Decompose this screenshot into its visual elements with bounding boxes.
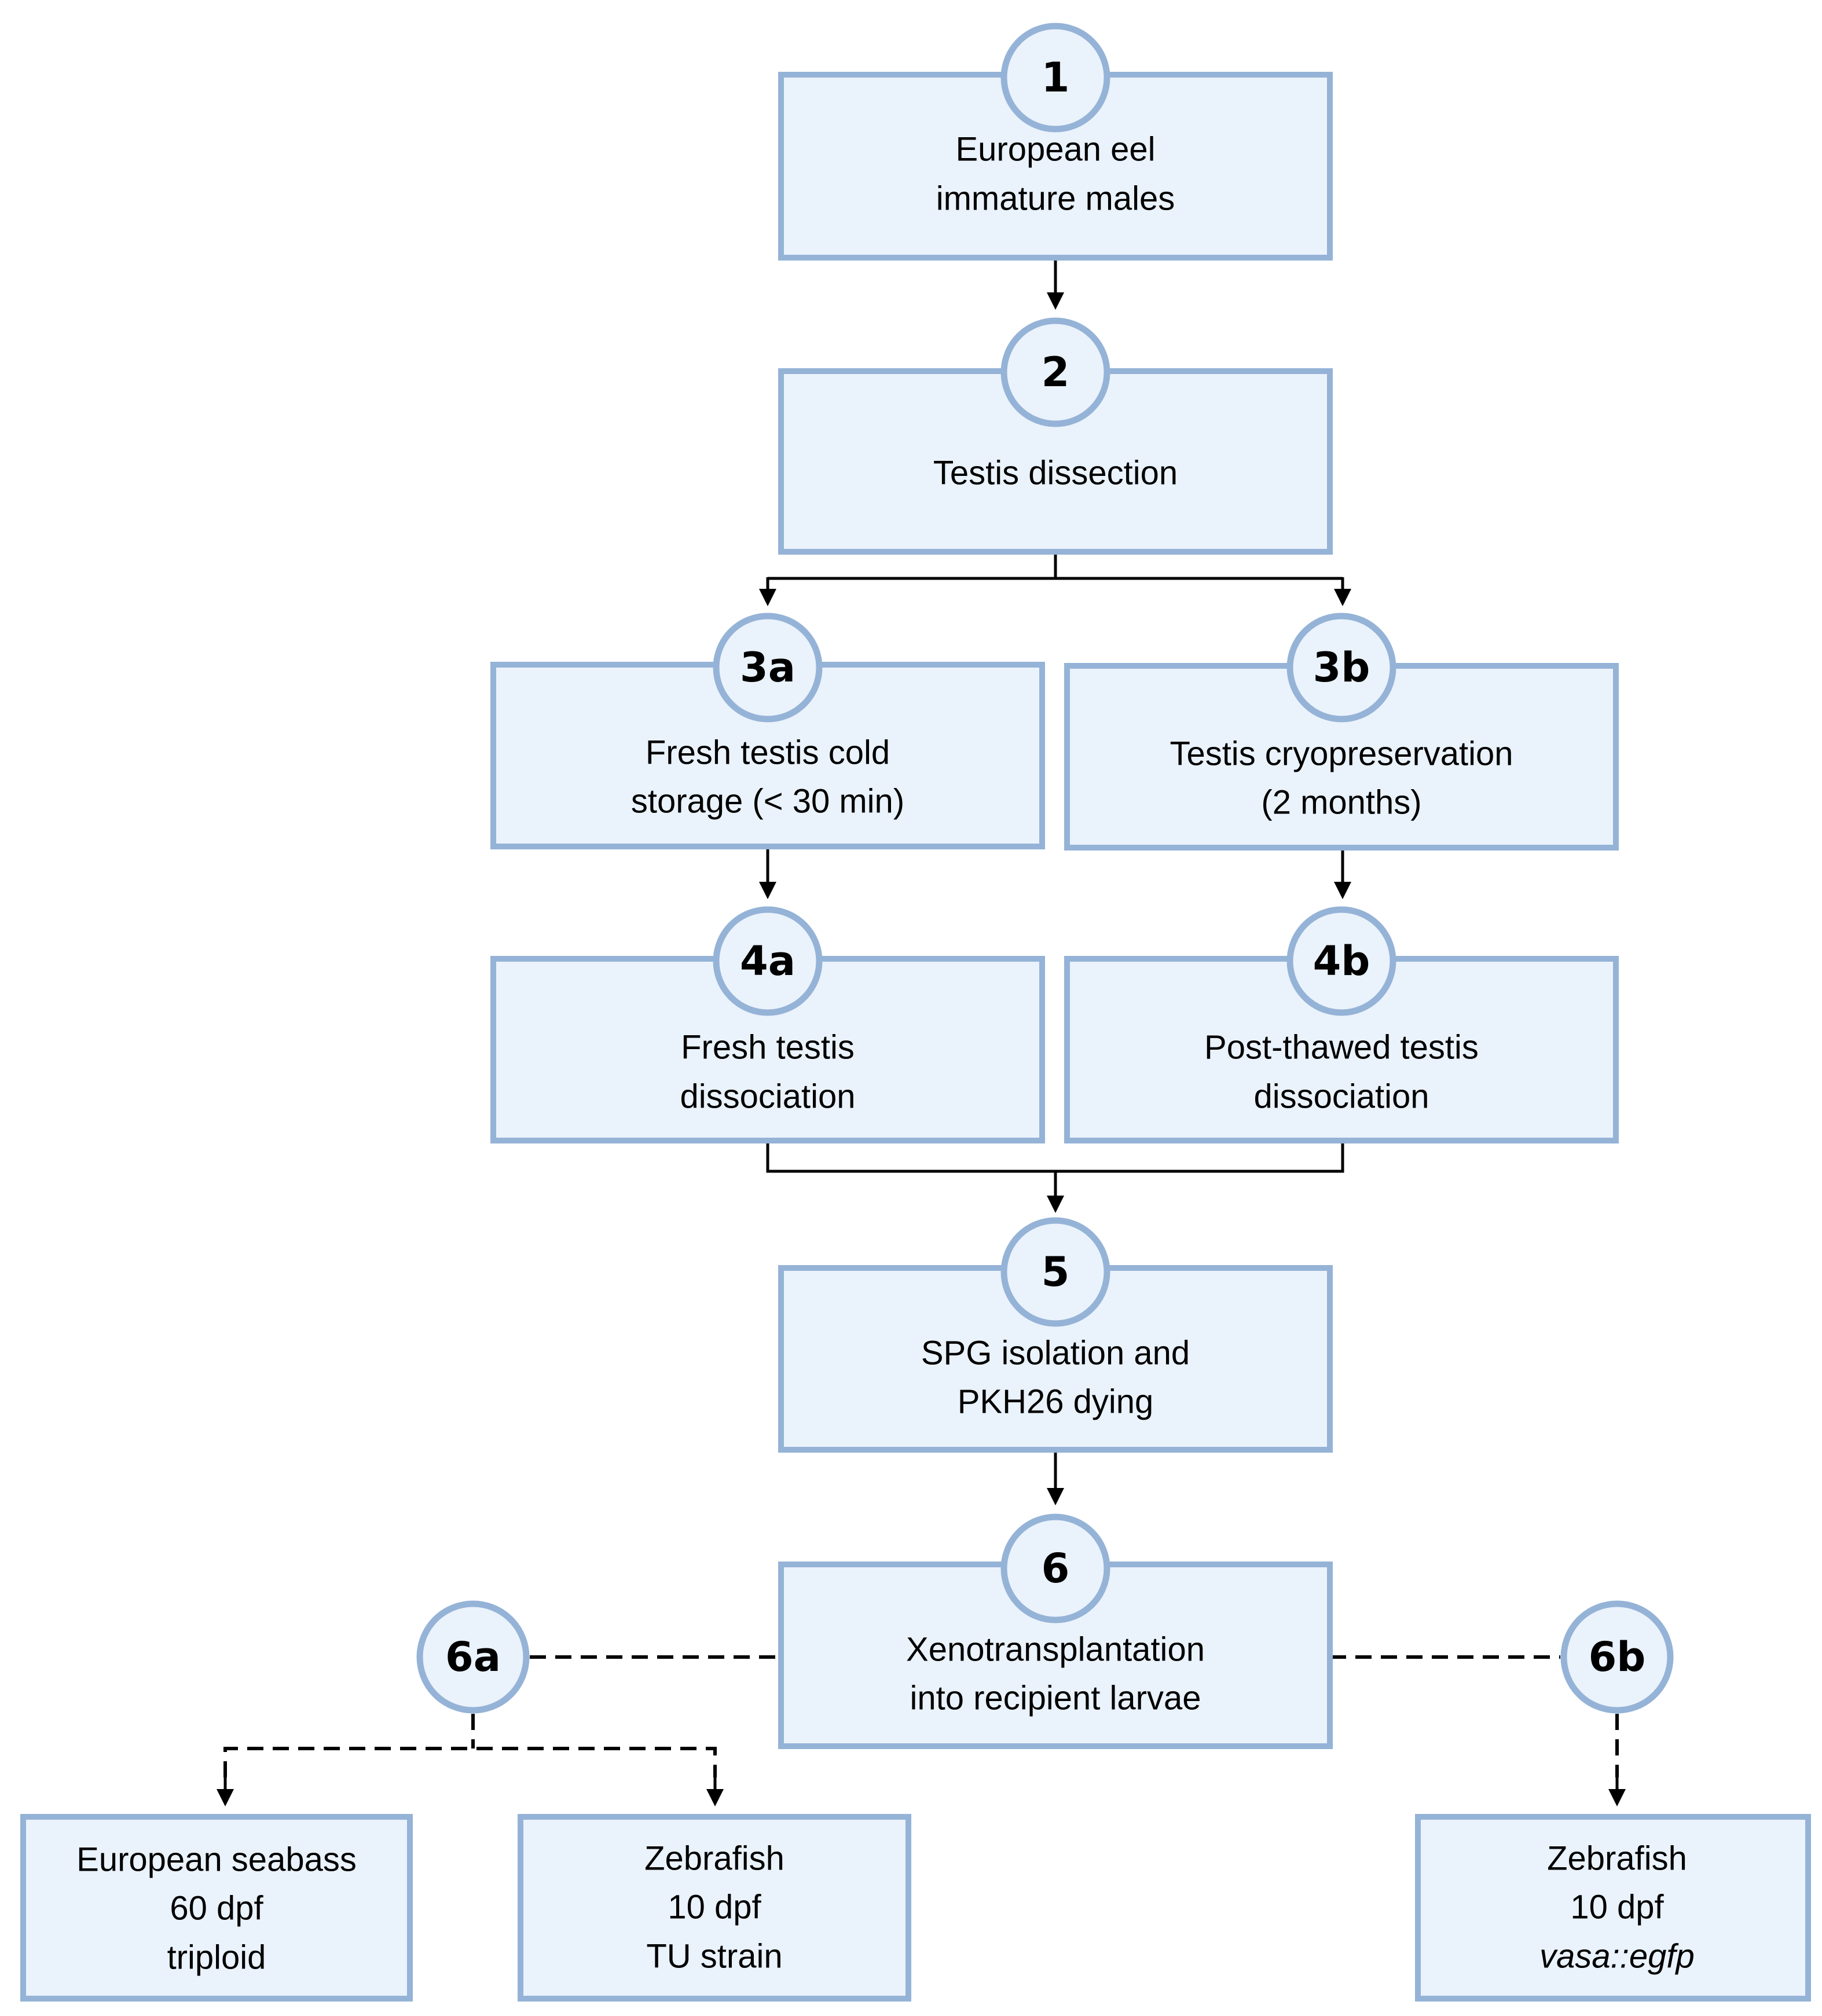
- recipient-zebrafish-vasa-box: [1415, 1814, 1811, 2002]
- step-6a-number: 6a: [445, 1633, 501, 1681]
- step-4a-label-line1: Fresh testis: [681, 1029, 855, 1066]
- step-1: 1 European eel immature males: [778, 23, 1333, 261]
- step-6b: 6b: [1560, 1600, 1674, 1714]
- step-6b-badge: [1560, 1600, 1674, 1714]
- step-5-number: 5: [1042, 1248, 1070, 1296]
- step-6-label-line2: into recipient larvae: [910, 1680, 1201, 1717]
- step-4a-number: 4a: [740, 937, 795, 985]
- step-4b-label-line1: Post-thawed testis: [1204, 1029, 1479, 1066]
- recipient-seabass: European seabass 60 dpf triploid: [20, 1814, 413, 2002]
- step-4a: 4a Fresh testis dissociation: [490, 906, 1045, 1143]
- step-3b-label-line2: (2 months): [1261, 784, 1421, 822]
- step-2-label: Testis dissection: [933, 454, 1178, 492]
- step-6: 6 Xenotransplantation into recipient lar…: [778, 1513, 1333, 1749]
- connectors: [217, 258, 1626, 1806]
- step-6b-number: 6b: [1589, 1633, 1646, 1681]
- step-6-number: 6: [1042, 1545, 1070, 1592]
- step-6a-badge: [416, 1600, 530, 1714]
- recipient-seabass-line3: triploid: [167, 1939, 266, 1977]
- recipient-zebrafish-tu: Zebrafish 10 dpf TU strain: [518, 1814, 911, 2002]
- step-1-label-line1: European eel: [955, 131, 1155, 168]
- recipient-zebrafish-tu-box: [518, 1814, 911, 2002]
- step-3b-number: 3b: [1313, 644, 1370, 691]
- recipient-zebrafish-vasa-line2: 10 dpf: [1570, 1889, 1664, 1926]
- recipient-zebrafish-tu-line2: 10 dpf: [668, 1889, 761, 1926]
- step-4b-number: 4b: [1313, 937, 1370, 985]
- step-3b-label-line1: Testis cryopreservation: [1170, 735, 1513, 773]
- step-3a: 3a Fresh testis cold storage (< 30 min): [490, 613, 1045, 849]
- step-3b: 3b Testis cryopreservation (2 months): [1064, 613, 1619, 851]
- step-3a-badge: [713, 613, 823, 723]
- step-1-number: 1: [1042, 54, 1070, 101]
- step-4a-label-line2: dissociation: [680, 1078, 855, 1116]
- recipient-zebrafish-tu-line1: Zebrafish: [644, 1840, 784, 1878]
- step-1-badge: [1000, 23, 1110, 133]
- step-4b-label-line2: dissociation: [1253, 1078, 1429, 1116]
- step-5-label-line1: SPG isolation and: [921, 1335, 1190, 1372]
- step-6-badge: [1000, 1513, 1110, 1623]
- recipient-zebrafish-tu-line3: TU strain: [646, 1938, 782, 1975]
- recipient-seabass-line1: European seabass: [76, 1841, 357, 1879]
- step-3a-label-line1: Fresh testis cold: [646, 734, 890, 772]
- step-3a-label-line2: storage (< 30 min): [631, 783, 904, 820]
- step-2: 2 Testis dissection: [778, 317, 1333, 555]
- step-4b-badge: [1286, 906, 1396, 1016]
- step-2-badge: [1000, 317, 1110, 427]
- recipient-zebrafish-vasa: Zebrafish 10 dpf vasa::egfp: [1415, 1814, 1811, 2002]
- dashed-6a-split: [223, 1747, 717, 1777]
- step-6a: 6a: [416, 1600, 530, 1714]
- recipient-seabass-box: [20, 1814, 413, 2002]
- recipient-zebrafish-vasa-line1: Zebrafish: [1547, 1840, 1687, 1878]
- step-4b: 4b Post-thawed testis dissociation: [1064, 906, 1619, 1143]
- step-5: 5 SPG isolation and PKH26 dying: [778, 1217, 1333, 1453]
- step-1-label-line2: immature males: [936, 180, 1175, 218]
- step-5-badge: [1000, 1217, 1110, 1327]
- step-3a-number: 3a: [740, 644, 795, 691]
- step-3b-badge: [1286, 613, 1396, 723]
- step-4a-badge: [713, 906, 823, 1016]
- recipient-zebrafish-vasa-line3: vasa::egfp: [1539, 1938, 1695, 1975]
- step-6-label-line1: Xenotransplantation: [906, 1631, 1205, 1669]
- step-2-number: 2: [1042, 349, 1070, 396]
- step-5-label-line2: PKH26 dying: [958, 1383, 1154, 1421]
- recipient-seabass-line2: 60 dpf: [170, 1890, 263, 1927]
- merge-bar-4: [766, 1141, 1344, 1173]
